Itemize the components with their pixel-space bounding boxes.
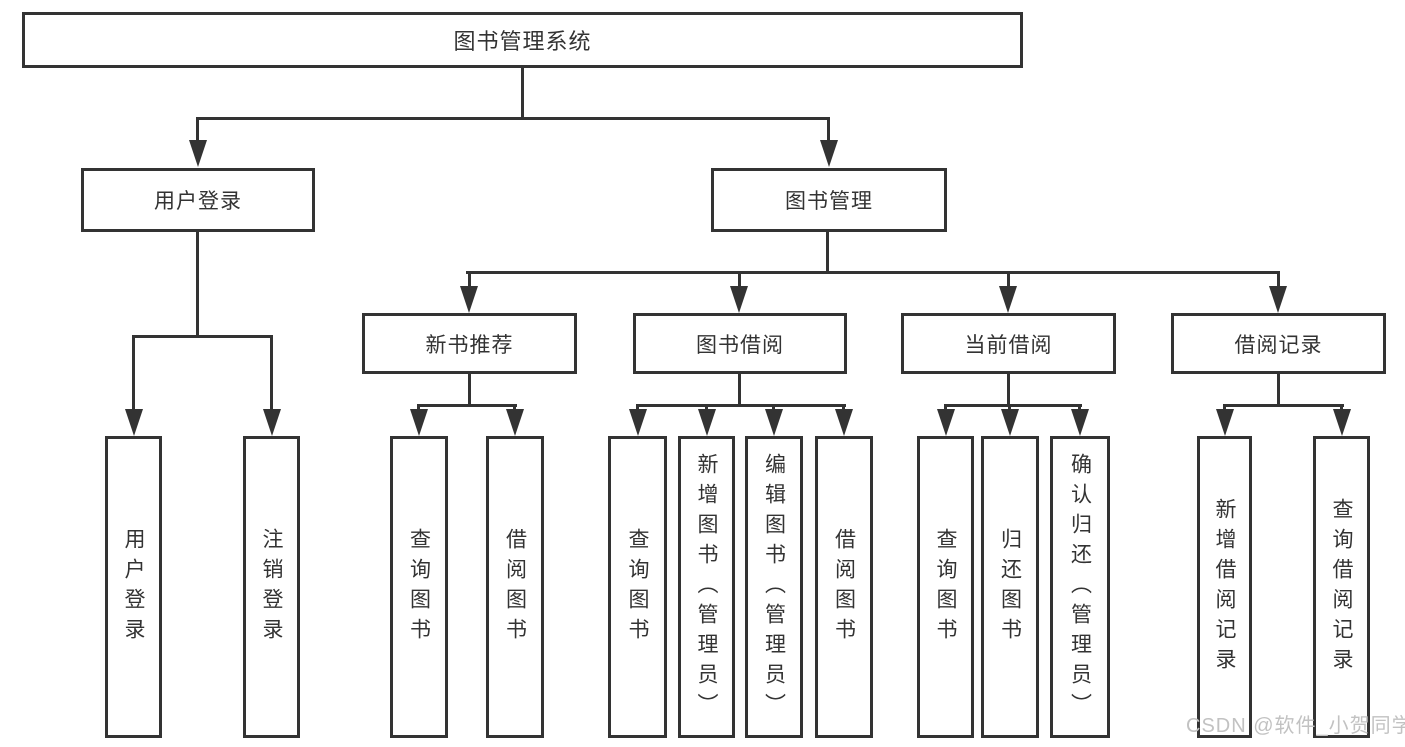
arrowhead-down-icon xyxy=(765,409,783,436)
arrowhead-down-icon xyxy=(937,409,955,436)
node-leaf-newbook-query: 查询图书 xyxy=(390,436,448,738)
edge-line-vertical xyxy=(1277,373,1280,407)
arrowhead-down-icon xyxy=(629,409,647,436)
edge-line-horizontal xyxy=(1223,404,1344,407)
node-leaf-logout: 注销登录 xyxy=(243,436,300,738)
edge-line-vertical xyxy=(944,404,947,413)
arrowhead-down-icon xyxy=(506,409,524,436)
edge-line-horizontal xyxy=(466,271,1280,274)
arrowhead-down-icon xyxy=(1001,409,1019,436)
node-book-management: 图书管理 xyxy=(711,168,947,232)
edge-line-horizontal xyxy=(132,335,273,338)
edge-line-vertical xyxy=(132,335,135,413)
arrowhead-down-icon xyxy=(698,409,716,436)
edge-line-vertical xyxy=(196,230,199,337)
edge-line-vertical xyxy=(738,373,741,407)
edge-line-horizontal xyxy=(196,117,830,120)
edge-line-vertical xyxy=(1277,271,1280,290)
edge-line-vertical xyxy=(1007,271,1010,290)
edge-line-vertical xyxy=(1008,404,1011,413)
edge-line-vertical xyxy=(513,404,516,413)
arrowhead-down-icon xyxy=(1216,409,1234,436)
edge-line-vertical xyxy=(196,117,199,143)
node-leaf-borrow-query: 查询图书 xyxy=(608,436,667,738)
edge-line-vertical xyxy=(826,230,829,273)
arrowhead-down-icon xyxy=(1333,409,1351,436)
edge-line-vertical xyxy=(827,117,830,143)
arrowhead-down-icon xyxy=(410,409,428,436)
node-leaf-borrow-edit-admin: 编辑图书（管理员） xyxy=(745,436,803,738)
edge-line-vertical xyxy=(417,404,420,413)
edge-line-vertical xyxy=(1007,373,1010,407)
edge-line-horizontal xyxy=(417,404,517,407)
node-book-borrow: 图书借阅 xyxy=(633,313,847,374)
arrowhead-down-icon xyxy=(999,286,1017,313)
node-current-borrow: 当前借阅 xyxy=(901,313,1116,374)
edge-line-horizontal xyxy=(944,404,1082,407)
csdn-watermark: CSDN @软件_小贺同学 xyxy=(1186,715,1405,737)
arrowhead-down-icon xyxy=(1071,409,1089,436)
node-leaf-borrow-book: 借阅图书 xyxy=(815,436,873,738)
arrowhead-down-icon xyxy=(820,140,838,167)
arrowhead-down-icon xyxy=(1269,286,1287,313)
edge-line-vertical xyxy=(1340,404,1343,413)
arrowhead-down-icon xyxy=(125,409,143,436)
arrowhead-down-icon xyxy=(263,409,281,436)
edge-line-vertical xyxy=(1223,404,1226,413)
edge-line-vertical xyxy=(468,271,471,290)
edge-line-vertical xyxy=(738,271,741,290)
node-leaf-user-login: 用户登录 xyxy=(105,436,162,738)
node-leaf-record-query: 查询借阅记录 xyxy=(1313,436,1370,738)
node-new-book-recommend: 新书推荐 xyxy=(362,313,577,374)
node-borrow-records: 借阅记录 xyxy=(1171,313,1386,374)
edge-line-vertical xyxy=(270,404,273,413)
arrowhead-down-icon xyxy=(730,286,748,313)
node-leaf-record-add: 新增借阅记录 xyxy=(1197,436,1252,738)
node-user-login: 用户登录 xyxy=(81,168,315,232)
node-leaf-newbook-borrow: 借阅图书 xyxy=(486,436,544,738)
node-leaf-confirm-return-admin: 确认归还（管理员） xyxy=(1050,436,1110,738)
edge-line-vertical xyxy=(521,66,524,119)
edge-line-vertical xyxy=(1078,404,1081,413)
edge-line-vertical xyxy=(842,404,845,413)
edge-line-vertical xyxy=(772,404,775,413)
edge-line-vertical xyxy=(132,404,135,413)
edge-line-horizontal xyxy=(636,404,846,407)
edge-line-vertical xyxy=(468,373,471,407)
edge-line-vertical xyxy=(636,404,639,413)
arrowhead-down-icon xyxy=(189,140,207,167)
edge-line-vertical xyxy=(270,335,273,413)
node-leaf-return-book: 归还图书 xyxy=(981,436,1039,738)
edge-line-vertical xyxy=(705,404,708,413)
arrowhead-down-icon xyxy=(460,286,478,313)
node-leaf-borrow-add-admin: 新增图书（管理员） xyxy=(678,436,735,738)
node-system-root: 图书管理系统 xyxy=(22,12,1023,68)
arrowhead-down-icon xyxy=(835,409,853,436)
node-leaf-current-query: 查询图书 xyxy=(917,436,974,738)
